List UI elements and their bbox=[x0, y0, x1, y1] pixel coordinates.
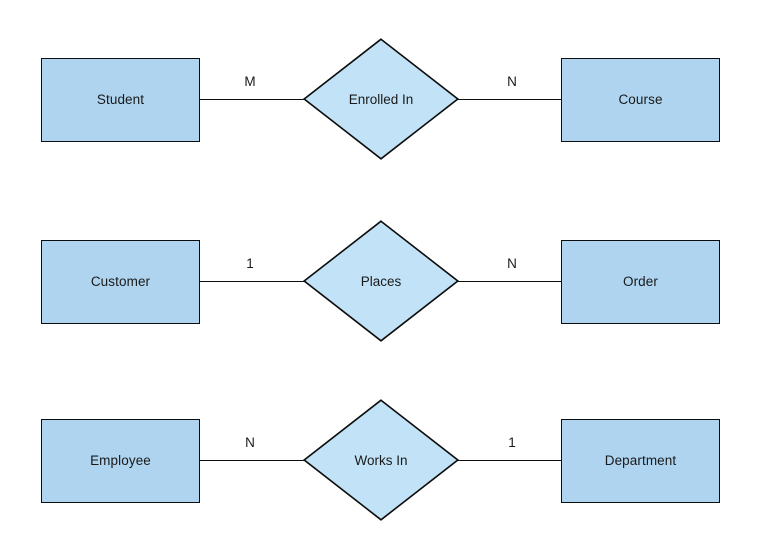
entity-label: Customer bbox=[90, 273, 151, 289]
relationship-node[interactable]: Enrolled In bbox=[303, 38, 459, 160]
er-relationship-row: Employee N Works In 1 Department bbox=[0, 399, 761, 529]
cardinality-label-left: M bbox=[244, 74, 256, 89]
cardinality-label-right: N bbox=[507, 74, 517, 89]
entity-node[interactable]: Employee bbox=[41, 419, 200, 503]
connector-line-left bbox=[200, 460, 304, 461]
diamond-shape-icon bbox=[303, 38, 459, 160]
cardinality-label-right: 1 bbox=[508, 435, 516, 450]
connector-line-right bbox=[458, 281, 562, 282]
entity-label: Order bbox=[622, 273, 658, 289]
er-relationship-row: Customer 1 Places N Order bbox=[0, 220, 761, 350]
entity-label: Course bbox=[618, 91, 663, 107]
connector-line-right bbox=[458, 460, 562, 461]
entity-node[interactable]: Course bbox=[561, 58, 720, 142]
cardinality-label-right: N bbox=[507, 256, 517, 271]
entity-node[interactable]: Student bbox=[41, 58, 200, 142]
connector-line-left bbox=[200, 99, 304, 100]
relationship-node[interactable]: Places bbox=[303, 220, 459, 342]
entity-label: Employee bbox=[90, 452, 151, 468]
entity-node[interactable]: Order bbox=[561, 240, 720, 324]
connector-line-right bbox=[458, 99, 562, 100]
entity-label: Department bbox=[604, 452, 677, 468]
entity-label: Student bbox=[96, 91, 145, 107]
cardinality-label-left: 1 bbox=[246, 256, 254, 271]
er-relationship-row: Student M Enrolled In N Course bbox=[0, 38, 761, 168]
diamond-shape-icon bbox=[303, 220, 459, 342]
cardinality-label-left: N bbox=[245, 435, 255, 450]
connector-line-left bbox=[200, 281, 304, 282]
relationship-node[interactable]: Works In bbox=[303, 399, 459, 521]
diamond-shape-icon bbox=[303, 399, 459, 521]
entity-node[interactable]: Customer bbox=[41, 240, 200, 324]
entity-node[interactable]: Department bbox=[561, 419, 720, 503]
